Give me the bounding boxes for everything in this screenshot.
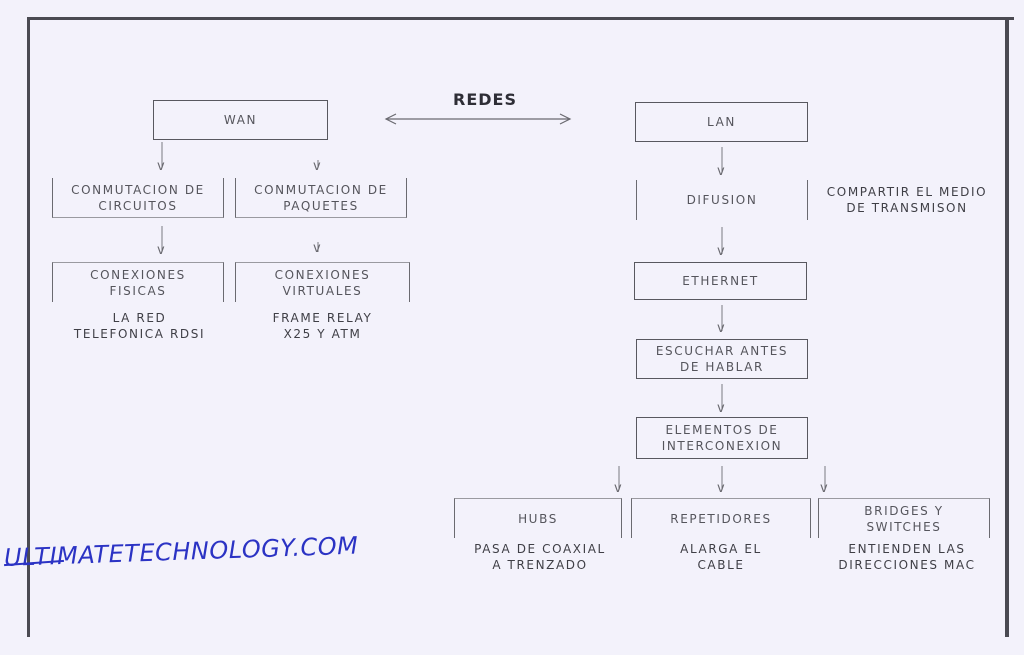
lan-node: LAN [635,102,808,142]
conmutacion-circuitos-node: CONMUTACION DE CIRCUITOS [52,178,224,218]
frame-top-border [28,17,1014,20]
diagram-title: REDES [453,90,517,109]
bridges-switches-node: BRIDGES Y SWITCHES [818,498,990,538]
hubs-note-label: PASA DE COAXIAL A TRENZADO [474,542,606,572]
arrow-down-icon: v [614,481,622,496]
ethernet-node: ETHERNET [634,262,807,300]
wan-node: WAN [153,100,328,140]
repetidores-note-label: ALARGA EL CABLE [680,542,762,572]
arrow-down-icon: v [717,321,725,336]
fisicas-example-label: LA RED TELEFONICA RDSI [73,311,206,341]
arrow-down-icon: v [820,481,828,496]
conexiones-fisicas-node: CONEXIONES FISICAS [52,262,224,302]
arrow-down-icon: v [157,159,165,174]
arrow-down-icon: v [717,481,725,496]
arrow-down-icon: v [313,241,321,256]
difusion-note-label: COMPARTIR EL MEDIO DE TRANSMISON [826,185,988,215]
arrow-down-icon: v [717,401,725,416]
frame-left-border [27,17,30,637]
arrow-down-icon: v [717,164,725,179]
wan-lan-arrowhead-right [559,113,572,125]
repetidores-node: REPETIDORES [631,498,811,538]
difusion-node: DIFUSION [636,180,808,220]
arrow-down-icon: v [157,243,165,258]
conmutacion-paquetes-node: CONMUTACION DE PAQUETES [235,178,407,218]
frame-right-border [1005,17,1009,637]
virtuales-example-label: FRAME RELAY X25 Y ATM [272,311,373,341]
bridges-note-label: ENTIENDEN LAS DIRECCIONES MAC [838,542,976,572]
arrow-down-icon: v [717,244,725,259]
elementos-interconexion-node: ELEMENTOS DE INTERCONEXION [636,417,808,459]
arrow-down-icon: v [313,159,321,174]
escuchar-antes-node: ESCUCHAR ANTES DE HABLAR [636,339,808,379]
wan-lan-arrowhead-left [384,113,397,125]
hubs-node: HUBS [454,498,622,538]
conexiones-virtuales-node: CONEXIONES VIRTUALES [235,262,410,302]
